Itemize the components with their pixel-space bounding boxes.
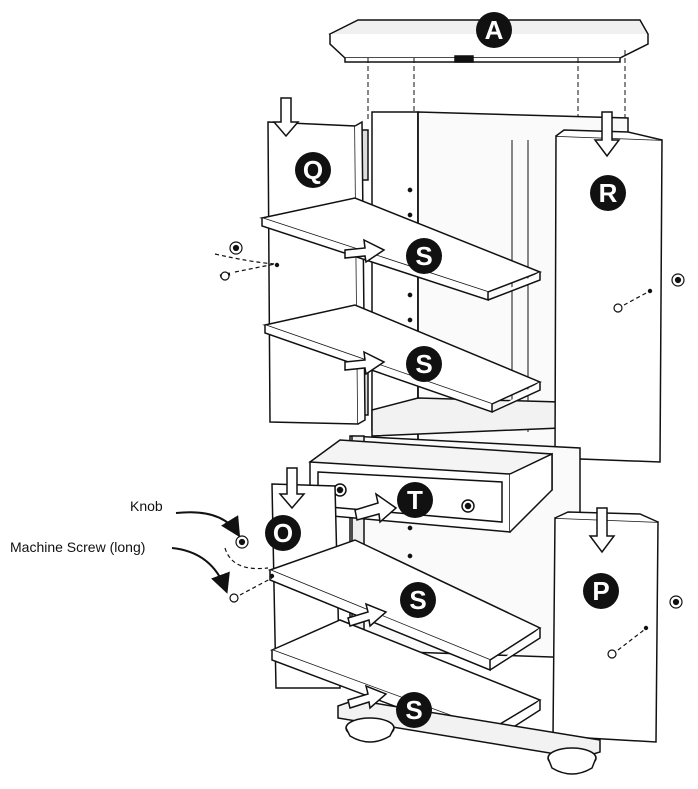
part-badge-o: O: [265, 515, 301, 551]
svg-text:R: R: [599, 178, 618, 208]
part-badge-t: T: [397, 482, 433, 518]
svg-text:S: S: [415, 241, 432, 271]
svg-text:S: S: [415, 349, 432, 379]
svg-text:T: T: [407, 485, 423, 515]
part-badge-r: R: [590, 175, 626, 211]
svg-text:P: P: [592, 576, 609, 606]
part-badge-s-upper-2: S: [406, 346, 442, 382]
svg-text:S: S: [409, 585, 426, 615]
svg-text:A: A: [485, 15, 504, 45]
callout-leaders: [171, 511, 241, 594]
lower-right-door: [552, 511, 659, 743]
part-badge-p: P: [583, 573, 619, 609]
svg-text:O: O: [273, 518, 293, 548]
part-badge-s-lower-2: S: [396, 692, 432, 728]
crown-alignment-lines: [367, 50, 626, 125]
top-crown: [328, 19, 649, 63]
upper-shelf-1: [259, 197, 543, 302]
part-badge-s-lower-1: S: [400, 582, 436, 618]
machine-screw-label: Machine Screw (long): [10, 539, 145, 555]
insert-arrow-icon: [344, 238, 398, 710]
upper-shelf-2: [262, 304, 542, 414]
svg-text:Q: Q: [303, 155, 323, 185]
part-badge-s-upper-1: S: [406, 238, 442, 274]
drawer: [308, 439, 553, 533]
part-badge-a: A: [476, 12, 512, 48]
part-badge-q: Q: [295, 152, 331, 188]
knob-label: Knob: [130, 498, 163, 514]
hardware: [214, 241, 685, 659]
down-arrow-icon: [272, 97, 621, 554]
svg-text:S: S: [405, 695, 422, 725]
